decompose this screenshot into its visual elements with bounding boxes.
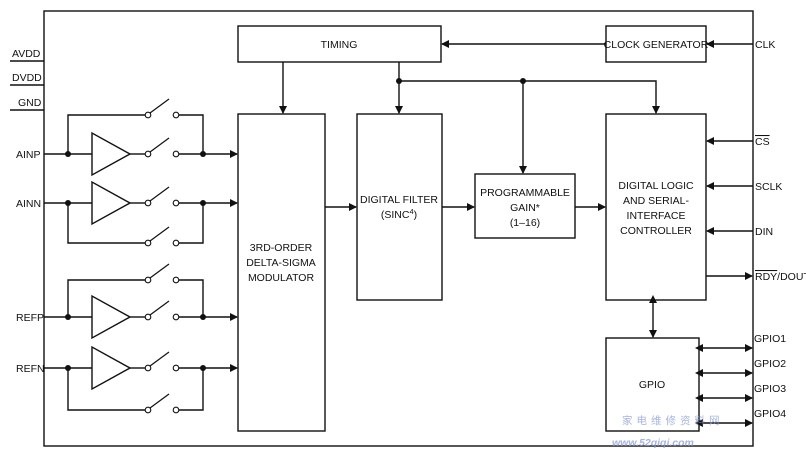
buffer-ainp-icon	[91, 131, 132, 177]
buffer-refn-icon	[91, 345, 132, 391]
controller-label-line4: CONTROLLER	[620, 225, 692, 237]
pin-gpio3-label: GPIO3	[754, 383, 786, 395]
internal-connections	[279, 40, 753, 338]
pin-clk-label: CLK	[755, 39, 775, 51]
digital-filter-label-line1: DIGITAL FILTER	[360, 194, 438, 206]
clock-generator-block: CLOCK GENERATOR	[604, 25, 709, 63]
pin-cs-label: CS	[755, 136, 770, 148]
gpio-block: GPIO	[605, 337, 700, 432]
pin-din-label: DIN	[755, 226, 773, 238]
watermark-url: www.52qiqi.com	[612, 437, 694, 449]
switch-ainp-buffer-icon	[144, 137, 180, 158]
buffer-refp-icon	[91, 294, 132, 340]
analog-input-mux	[44, 98, 238, 247]
pin-gpio1-label: GPIO1	[754, 333, 786, 345]
reference-input-mux	[44, 263, 238, 414]
switch-refn-buffer-icon	[144, 351, 180, 372]
switch-ainn-bypass-icon	[144, 226, 180, 247]
digital-filter-block: DIGITAL FILTER (SINC4)	[356, 113, 443, 301]
digital-filter-label-line2: (SINC4)	[381, 207, 417, 221]
gpio-label: GPIO	[639, 379, 665, 391]
modulator-label-line1: 3RD-ORDER	[250, 242, 313, 254]
pin-ainn-label: AINN	[16, 198, 41, 210]
switch-ainn-buffer-icon	[144, 186, 180, 207]
pin-avdd-label: AVDD	[12, 48, 41, 60]
controller-label-line3: INTERFACE	[627, 210, 686, 222]
pga-label-line1: PROGRAMMABLE	[480, 187, 570, 199]
timing-label: TIMING	[321, 39, 358, 51]
controller-label-line2: AND SERIAL-	[623, 195, 689, 207]
pga-label-line3: (1–16)	[510, 217, 540, 229]
pin-ainp-label: AINP	[16, 149, 41, 161]
modulator-block: 3RD-ORDER DELTA-SIGMA MODULATOR	[237, 113, 326, 432]
pin-refp-label: REFP	[16, 312, 44, 324]
modulator-label-line2: DELTA-SIGMA	[246, 257, 316, 269]
right-pins: CLK CS SCLK DIN RDY/DOUT GPIO1 GPIO2 GPI…	[695, 39, 806, 427]
pin-dvdd-label: DVDD	[12, 72, 42, 84]
left-pins: AVDD DVDD GND AINP AINN REFP REFN	[10, 48, 45, 375]
pin-gpio2-label: GPIO2	[754, 358, 786, 370]
switch-refn-bypass-icon	[144, 393, 180, 414]
pin-rdy-dout-label: RDY/DOUT	[755, 271, 806, 283]
watermark-cjk: 家电维修资料网	[622, 414, 724, 427]
controller-block: DIGITAL LOGIC AND SERIAL- INTERFACE CONT…	[605, 113, 707, 301]
pin-gnd-label: GND	[18, 97, 42, 109]
watermark: 家电维修资料网 www.52qiqi.com	[612, 414, 724, 449]
pin-gpio4-label: GPIO4	[754, 408, 786, 420]
modulator-label-line3: MODULATOR	[248, 272, 315, 284]
clock-generator-label: CLOCK GENERATOR	[604, 39, 709, 51]
buffer-ainn-icon	[91, 180, 132, 226]
pin-refn-label: REFN	[16, 363, 45, 375]
controller-label-line1: DIGITAL LOGIC	[618, 180, 694, 192]
timing-block: TIMING	[237, 25, 442, 63]
programmable-gain-block: PROGRAMMABLE GAIN* (1–16)	[474, 173, 576, 239]
switch-ainp-bypass-icon	[144, 98, 180, 119]
switch-refp-buffer-icon	[144, 300, 180, 321]
pin-sclk-label: SCLK	[755, 181, 782, 193]
switch-refp-bypass-icon	[144, 263, 180, 284]
pga-label-line2: GAIN*	[510, 202, 540, 214]
